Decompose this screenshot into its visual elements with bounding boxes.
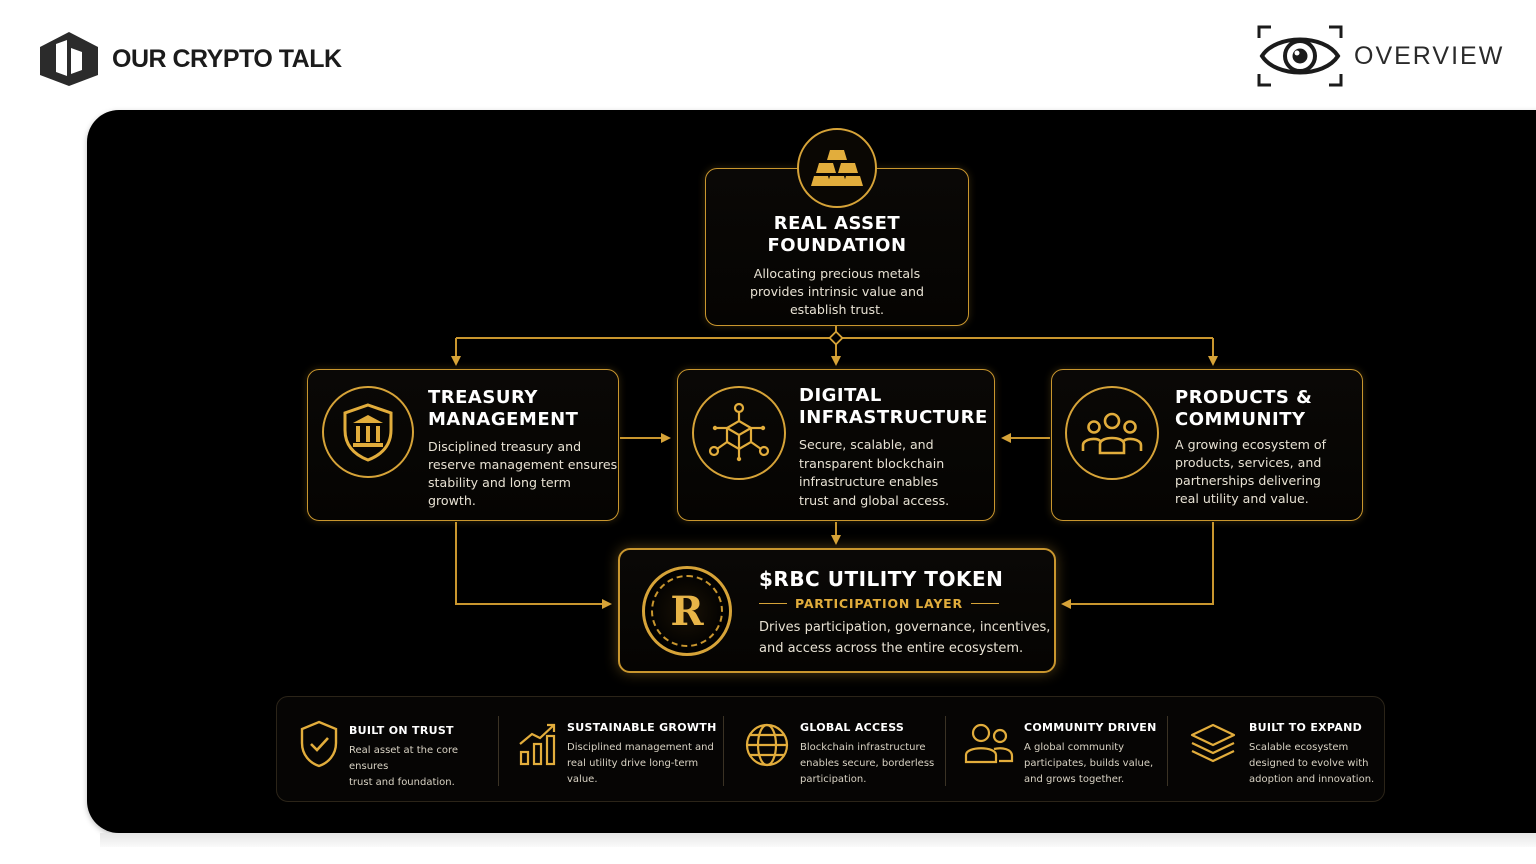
- token-title: $RBC UTILITY TOKEN: [759, 567, 1004, 591]
- products-desc-line1: A growing ecosystem of: [1175, 437, 1327, 452]
- rbc-utility-token-card[interactable]: R $RBC UTILITY TOKEN PARTICIPATION LAYER…: [618, 548, 1056, 673]
- treasury-desc-line3: stability and long term growth.: [428, 475, 571, 508]
- feature-desc-line: trust and foundation.: [349, 777, 455, 788]
- digital-infrastructure-card[interactable]: DIGITAL INFRASTRUCTURE Secure, scalable,…: [677, 369, 995, 521]
- real-asset-title-line1: REAL ASSET: [773, 213, 901, 234]
- overview-header[interactable]: OVERVIEW: [1256, 24, 1504, 88]
- globe-icon: [744, 722, 790, 773]
- treasury-desc-line2: reserve management ensures: [428, 457, 618, 472]
- feature-sustainable-growth: SUSTAINABLE GROWTH Disciplined managemen…: [567, 721, 719, 799]
- connector-products-token: [1061, 522, 1214, 609]
- gold-bars-icon: [797, 128, 877, 208]
- products-title-line2: COMMUNITY: [1175, 409, 1306, 430]
- products-desc-line3: partnerships delivering: [1175, 473, 1321, 488]
- digital-desc-line3: infrastructure enables: [799, 474, 939, 490]
- products-desc-line4: real utility and value.: [1175, 491, 1309, 506]
- products-desc-line2: products, services, and: [1175, 455, 1322, 470]
- feature-title: GLOBAL ACCESS: [800, 721, 905, 734]
- feature-desc-line: participates, builds value,: [1024, 758, 1154, 769]
- overview-label: OVERVIEW: [1354, 41, 1505, 70]
- feature-desc-line: A global community: [1024, 742, 1125, 753]
- rbc-coin-letter: R: [670, 587, 704, 635]
- features-strip: [276, 696, 1385, 802]
- panel-shadow: [100, 833, 1536, 847]
- feature-desc-line: enables secure, borderless: [800, 758, 935, 769]
- brand-logo[interactable]: OUR CRYPTO TALK: [36, 30, 342, 88]
- feature-desc-line: value.: [567, 774, 598, 785]
- feature-separator: [945, 716, 946, 786]
- feature-title: COMMUNITY DRIVEN: [1024, 721, 1157, 734]
- eye-icon: [1257, 25, 1343, 87]
- feature-desc-line: Disciplined management and: [567, 742, 714, 753]
- digital-desc-line1: Secure, scalable, and: [799, 437, 934, 452]
- subtitle-rule-left: [759, 602, 787, 605]
- people-group-icon: [1065, 386, 1159, 480]
- brand-name: OUR CRYPTO TALK: [112, 44, 342, 73]
- feature-desc-line: Real asset at the core ensures: [349, 745, 459, 772]
- feature-separator: [723, 716, 724, 786]
- feature-title: BUILT TO EXPAND: [1249, 721, 1363, 734]
- feature-separator: [498, 716, 499, 786]
- feature-desc-line: adoption and innovation.: [1249, 774, 1375, 785]
- digital-title-line2: INFRASTRUCTURE: [799, 407, 988, 428]
- real-asset-title-line2: FOUNDATION: [767, 235, 907, 256]
- feature-desc-line: participation.: [800, 774, 867, 785]
- feature-global-access: GLOBAL ACCESS Blockchain infrastructure …: [800, 721, 940, 799]
- feature-title: SUSTAINABLE GROWTH: [567, 721, 717, 734]
- treasury-management-card[interactable]: TREASURY MANAGEMENT Disciplined treasury…: [307, 369, 619, 521]
- real-asset-desc-line2: provides intrinsic value and: [749, 284, 925, 299]
- brand-mark-icon: [40, 32, 98, 86]
- real-asset-desc-line3: establish trust.: [789, 302, 885, 317]
- connector-treasury-token: [455, 522, 612, 609]
- treasury-title-line1: TREASURY: [428, 387, 538, 408]
- digital-desc-line2: transparent blockchain: [799, 455, 945, 471]
- feature-built-on-trust: BUILT ON TRUST Real asset at the core en…: [349, 724, 493, 802]
- digital-title-line1: DIGITAL: [799, 385, 882, 406]
- feature-desc-line: Blockchain infrastructure: [800, 742, 926, 753]
- feature-community-driven: COMMUNITY DRIVEN A global community part…: [1024, 721, 1164, 799]
- feature-desc-line: Scalable ecosystem: [1249, 742, 1349, 753]
- token-desc-line2: and access across the entire ecosystem.: [759, 641, 1024, 656]
- blockchain-cube-icon: [692, 386, 786, 480]
- feature-separator: [1167, 716, 1168, 786]
- rbc-coin-icon: R: [642, 566, 732, 656]
- feature-desc-line: and grows together.: [1024, 774, 1125, 785]
- community-icon: [964, 722, 1014, 769]
- shield-check-icon: [298, 719, 340, 774]
- products-community-card[interactable]: PRODUCTS & COMMUNITY A growing ecosystem…: [1051, 369, 1363, 521]
- layers-icon: [1189, 722, 1237, 773]
- token-subtitle: PARTICIPATION LAYER: [795, 596, 963, 611]
- token-desc-line1: Drives participation, governance, incent…: [759, 620, 1051, 635]
- feature-title: BUILT ON TRUST: [349, 724, 454, 737]
- subtitle-rule-right: [970, 602, 999, 605]
- feature-desc-line: real utility drive long-term: [567, 758, 699, 769]
- bank-shield-icon: [322, 386, 414, 478]
- real-asset-desc-line1: Allocating precious metals: [753, 266, 921, 281]
- treasury-title-line2: MANAGEMENT: [428, 409, 579, 430]
- feature-built-to-expand: BUILT TO EXPAND Scalable ecosystem desig…: [1249, 721, 1381, 799]
- digital-desc-line4: trust and global access.: [799, 492, 950, 508]
- growth-chart-icon: [518, 722, 558, 771]
- products-title-line1: PRODUCTS &: [1175, 387, 1313, 408]
- treasury-desc-line1: Disciplined treasury and: [428, 439, 582, 454]
- feature-desc-line: designed to evolve with: [1249, 758, 1369, 769]
